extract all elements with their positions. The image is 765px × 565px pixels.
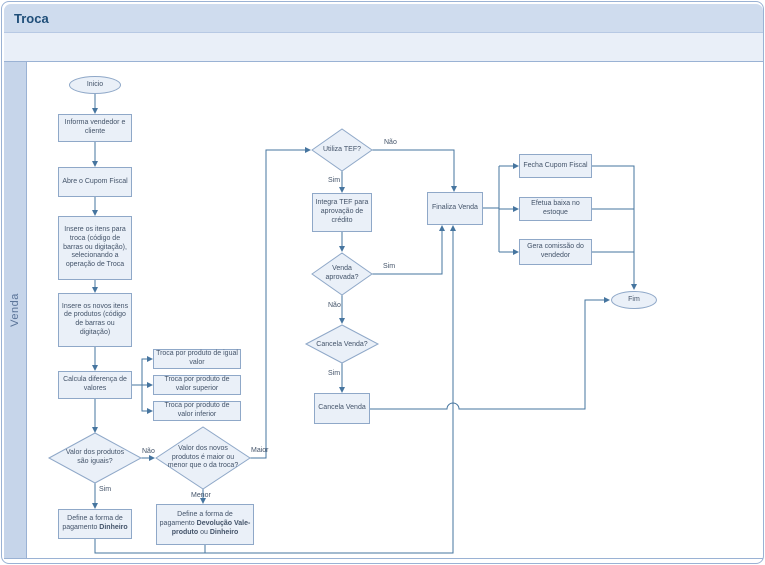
connector bbox=[132, 384, 153, 414]
node-informa-vendedor-cliente: Informa vendedor e cliente bbox=[58, 114, 132, 142]
node-label: Troca por produto de valor superior bbox=[164, 376, 230, 392]
decision-valor-maior-menor bbox=[155, 426, 251, 490]
node-text-bold: Dinheiro bbox=[209, 528, 239, 536]
edge-label-sim: Sim bbox=[328, 370, 341, 377]
connector bbox=[372, 225, 445, 275]
node-label: Inicio bbox=[86, 80, 104, 88]
node-efetua-baixa-estoque: Efetua baixa no estoque bbox=[519, 197, 592, 221]
titlebar: Troca bbox=[4, 4, 763, 33]
node-insere-novos-itens: Insere os novos itens de produtos (códig… bbox=[58, 293, 132, 347]
node-define-pagamento-devolucao: Define a forma de pagamento Devolução Va… bbox=[156, 504, 254, 545]
decision-venda-aprovada bbox=[311, 252, 373, 296]
connector bbox=[94, 225, 456, 554]
node-label: Informa vendedor e cliente bbox=[64, 119, 126, 135]
node-label: Abre o Cupom Fiscal bbox=[62, 177, 128, 185]
node-label: Fim bbox=[628, 295, 640, 303]
edge-label-sim: Sim bbox=[328, 177, 341, 184]
node-troca-valor-inferior: Troca por produto de valor inferior bbox=[153, 401, 241, 421]
edge-label-nao: Não bbox=[142, 448, 155, 455]
edge-label-nao: Não bbox=[384, 139, 397, 146]
node-text-bold: Devolução Vale-produto bbox=[171, 520, 251, 536]
connector bbox=[372, 149, 457, 192]
edge-label-sim: Sim bbox=[99, 486, 112, 493]
node-define-pagamento-dinheiro: Define a forma de pagamento Dinheiro bbox=[58, 509, 132, 539]
node-gera-comissao: Gera comissão do vendedor bbox=[519, 239, 592, 265]
node-label: Gera comissão do vendedor bbox=[527, 243, 584, 259]
lane-header: Venda bbox=[4, 62, 27, 558]
subtitle-band bbox=[4, 33, 763, 62]
node-finaliza-venda: Finaliza Venda bbox=[427, 192, 483, 225]
edge-label-maior: Maior bbox=[251, 447, 269, 454]
node-inicio: Inicio bbox=[69, 76, 121, 94]
edge-label-sim: Sim bbox=[383, 263, 396, 270]
node-label: Calcula diferença de valores bbox=[63, 376, 127, 392]
node-label: Define a forma de pagamento Devolução Va… bbox=[159, 511, 251, 537]
node-label: Troca por produto de valor inferior bbox=[164, 402, 230, 418]
node-text-bold: Dinheiro bbox=[99, 524, 128, 531]
node-fecha-cupom-fiscal: Fecha Cupom Fiscal bbox=[519, 154, 592, 178]
node-troca-igual-valor: Troca por produto de igual valor bbox=[153, 349, 241, 369]
node-label: Define a forma de pagamento Dinheiro bbox=[61, 515, 129, 533]
node-label: Cancela Venda bbox=[318, 404, 366, 412]
decision-cancela-venda bbox=[304, 324, 380, 364]
node-label: Integra TEF para aprovação de crédito bbox=[315, 199, 369, 224]
node-label: Troca por produto de igual valor bbox=[156, 350, 238, 366]
node-label: Insere os novos itens de produtos (códig… bbox=[61, 302, 129, 336]
node-label: Fecha Cupom Fiscal bbox=[523, 161, 588, 169]
edge-label-menor: Menor bbox=[191, 492, 211, 499]
decision-utiliza-tef bbox=[311, 128, 373, 172]
node-text: Define a forma de pagamento bbox=[159, 511, 233, 528]
node-label: Finaliza Venda bbox=[432, 204, 478, 212]
page-title: Troca bbox=[14, 10, 49, 26]
node-integra-tef: Integra TEF para aprovação de crédito bbox=[312, 193, 372, 232]
connector bbox=[370, 297, 610, 410]
connector bbox=[250, 147, 311, 459]
lane-bottom-border bbox=[4, 558, 763, 559]
node-abre-cupom-fiscal: Abre o Cupom Fiscal bbox=[58, 167, 132, 197]
node-troca-valor-superior: Troca por produto de valor superior bbox=[153, 375, 241, 395]
node-cancela-venda: Cancela Venda bbox=[314, 393, 370, 424]
node-text: Define a forma de pagamento bbox=[62, 515, 123, 531]
edge-label-nao: Não bbox=[328, 302, 341, 309]
node-insere-itens-troca: Insere os itens para troca (código de ba… bbox=[58, 216, 132, 280]
node-fim: Fim bbox=[611, 291, 657, 309]
node-label: Efetua baixa no estoque bbox=[531, 200, 580, 216]
decision-valor-iguais bbox=[47, 432, 143, 484]
connector bbox=[132, 356, 153, 386]
node-calcula-diferenca: Calcula diferença de valores bbox=[58, 371, 132, 399]
node-text: ou bbox=[200, 528, 208, 536]
node-label: Insere os itens para troca (código de ba… bbox=[63, 226, 127, 269]
connector bbox=[592, 165, 637, 290]
